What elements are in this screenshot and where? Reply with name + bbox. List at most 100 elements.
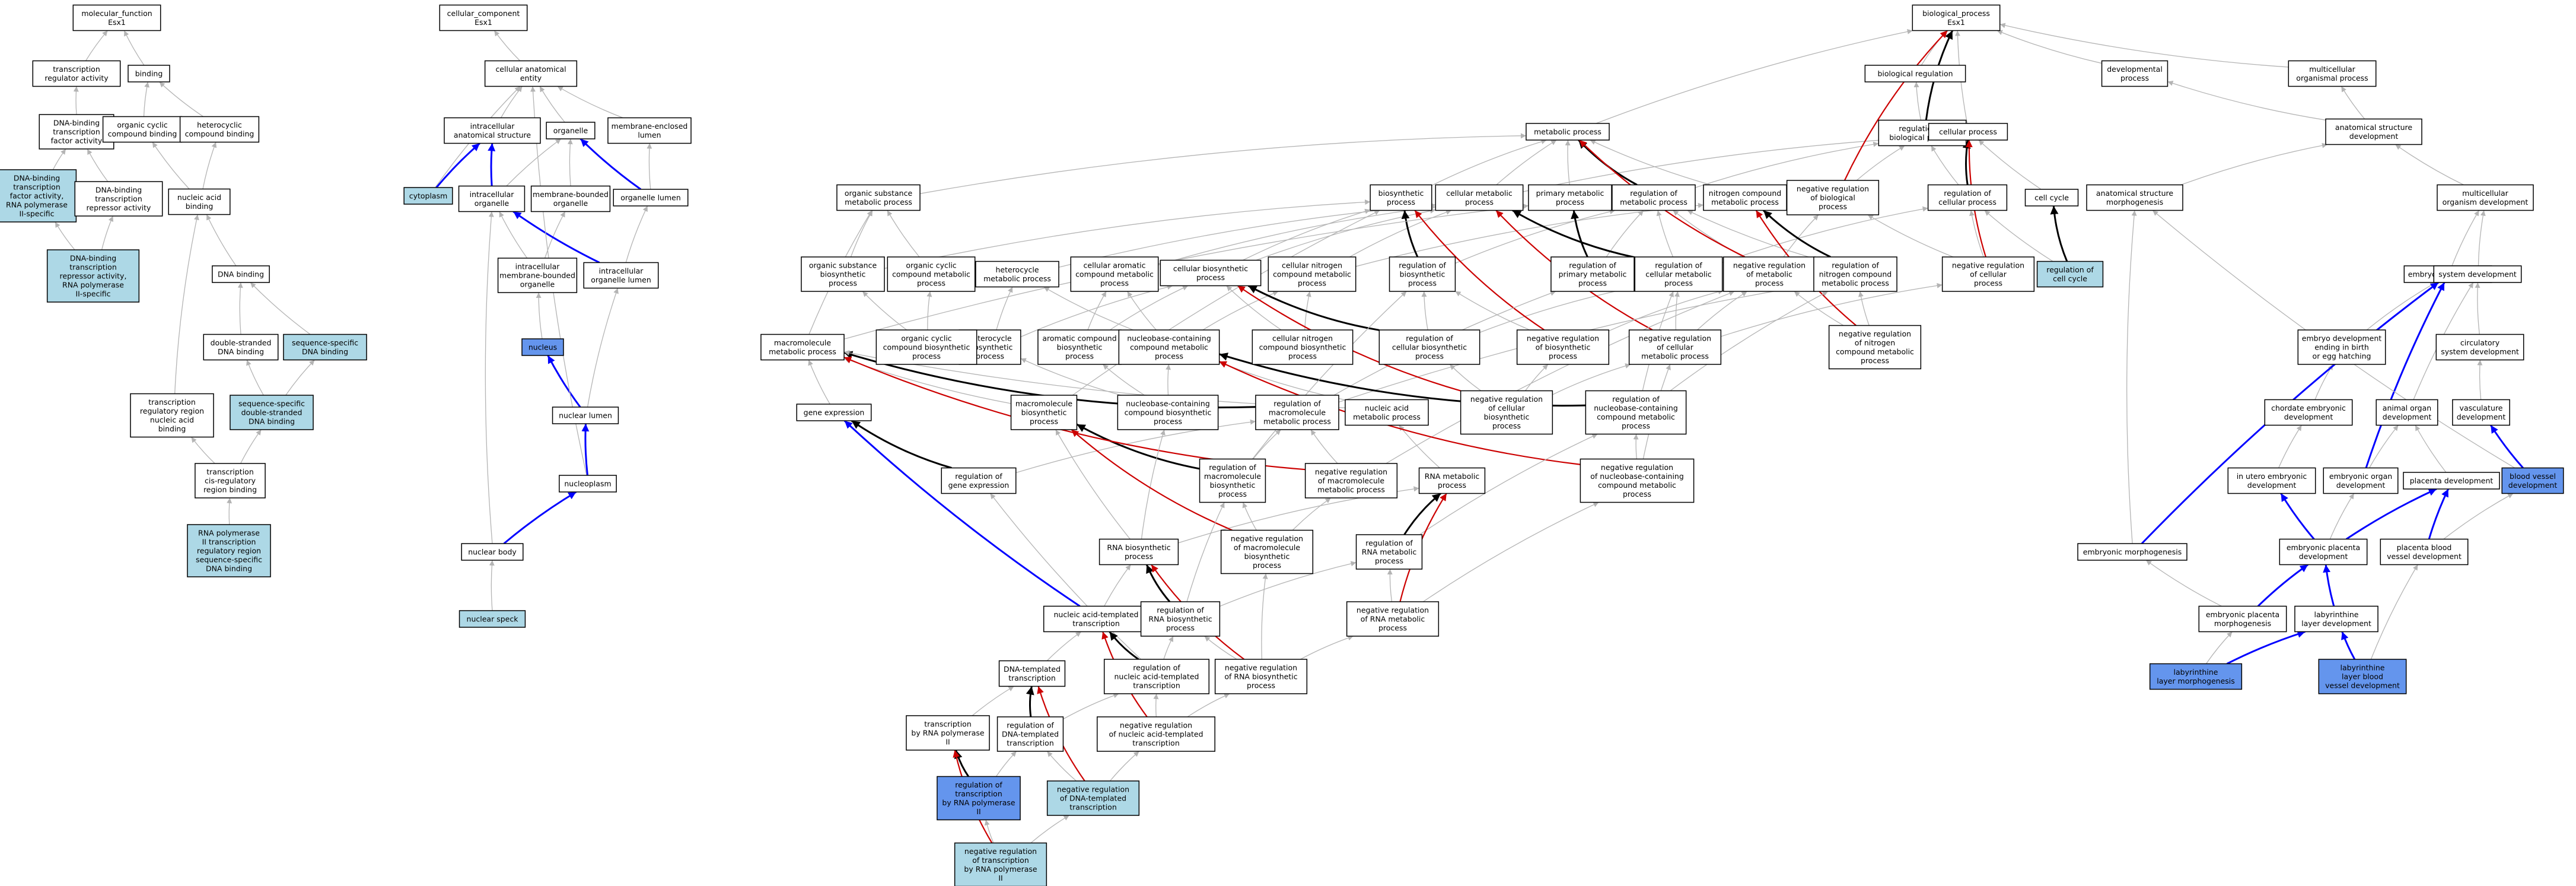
node-label-line: nucleic acid-templated — [1114, 672, 1199, 681]
edge-is-a — [1609, 289, 1724, 332]
edge-is-a — [227, 497, 233, 525]
edge-is-a — [843, 357, 1011, 404]
node-label-line: II — [976, 807, 980, 816]
node-label-line: process — [1861, 356, 1889, 365]
node-label-line: regulation of — [1133, 663, 1180, 672]
edge-is-a — [2395, 144, 2464, 186]
edge-is-a — [2341, 86, 2365, 119]
edge-is-a — [1984, 210, 2053, 262]
edge-is-a — [1046, 631, 1082, 661]
node-label-line: multicellular — [2462, 189, 2509, 198]
edge-is-a — [2370, 564, 2418, 660]
node-label-line: cellular biosynthetic — [1173, 264, 1248, 273]
node-box — [212, 265, 270, 283]
edge-is-a — [919, 133, 1526, 194]
edge-is-a — [1387, 569, 1393, 602]
edge-is-a — [499, 211, 528, 259]
node-label-line: factor activity, — [10, 192, 64, 201]
edge-part-of — [2428, 488, 2449, 539]
node-box — [1528, 184, 1612, 211]
edge-is-a — [587, 288, 619, 408]
node-box — [1912, 4, 2001, 31]
node-label-line: heterocycle — [995, 265, 1039, 274]
node-box — [2325, 118, 2422, 145]
edge-is-a — [1695, 141, 1879, 188]
node-box — [607, 117, 692, 144]
node-label-line: membrane-bounded — [499, 271, 575, 280]
node-label-line: organelle — [553, 199, 588, 208]
node-label-line: regulation of — [1655, 261, 1702, 270]
node-label-line: nitrogen compound — [1709, 189, 1781, 198]
node-box — [613, 189, 689, 207]
go-term-node-dnab: DNA binding — [212, 265, 270, 283]
edge-is-a — [1997, 30, 2102, 64]
node-box — [1550, 256, 1635, 292]
edge-is-a — [1783, 214, 1819, 258]
edge-is-a — [2369, 425, 2399, 468]
edge-is-a — [996, 287, 1013, 331]
node-box — [2297, 329, 2386, 365]
node-box — [2433, 265, 2522, 283]
node-box — [1010, 395, 1078, 430]
node-label-line: process — [1438, 481, 1466, 490]
edge-negatively-regulates — [1219, 361, 1581, 465]
node-label-line: labyrinthine — [2174, 668, 2218, 677]
node-label-line: of macromolecule — [1234, 543, 1300, 552]
edge-part-of — [512, 211, 600, 263]
node-box — [1140, 601, 1221, 637]
node-label-line: of RNA biosynthetic — [1224, 672, 1297, 681]
edge-is-a — [647, 143, 652, 190]
node-label-line: nitrogen compound — [1819, 270, 1892, 279]
node-label-line: DNA-templated — [1002, 730, 1059, 739]
node-box — [1634, 256, 1723, 292]
node-label-line: transcription — [69, 263, 117, 272]
edge-is-a — [1310, 429, 1338, 464]
edge-is-a — [1606, 210, 1644, 258]
node-label-line: process — [1623, 490, 1651, 498]
node-box — [458, 185, 526, 212]
node-box — [2294, 605, 2378, 633]
node-label-line: of nucleobase-containing — [1590, 472, 1684, 481]
edge-is-a — [2415, 425, 2447, 473]
node-label-line: or egg hatching — [2313, 352, 2371, 361]
node-label-line: nucleoplasm — [564, 479, 611, 488]
edge-part-of — [488, 143, 496, 186]
node-label-line: of biosynthetic — [1536, 343, 1591, 352]
edge-is-a — [1794, 291, 1844, 326]
node-box — [1864, 65, 1966, 82]
node-box — [1220, 529, 1314, 574]
edge-is-a — [1102, 364, 1145, 396]
node-label-line: process — [1387, 198, 1415, 207]
edge-is-a — [2145, 560, 2222, 607]
go-term-node-sysdev: system development — [2433, 265, 2522, 283]
node-box — [1941, 256, 2035, 292]
edge-is-a — [1127, 291, 1157, 331]
edge-is-a — [506, 138, 562, 186]
node-label-line: Esx1 — [475, 18, 492, 27]
node-label-line: process — [1375, 557, 1403, 566]
node-label-line: organelle — [475, 199, 510, 208]
node-label-line: transcription — [955, 789, 1002, 798]
node-label-line: cellular process — [1938, 198, 1997, 207]
edge-regulates — [2050, 205, 2068, 262]
node-label-line: RNA polymerase — [62, 281, 124, 290]
node-box — [559, 475, 617, 493]
